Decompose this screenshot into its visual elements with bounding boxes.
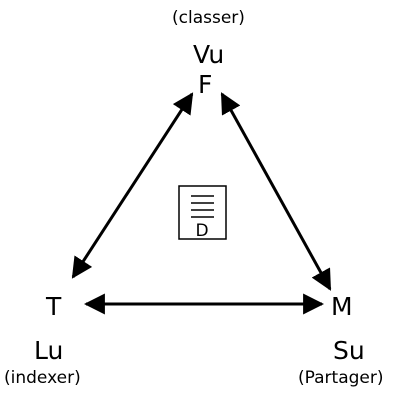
bottom-right-action-label: (Partager) <box>298 368 384 388</box>
bottom-right-node-letter: M <box>331 292 353 321</box>
document-letter: D <box>195 221 208 241</box>
arrow-f-t <box>71 92 194 279</box>
document-icon: D <box>178 185 227 241</box>
bottom-left-node-letter: T <box>46 292 62 321</box>
bottom-left-action-label: (indexer) <box>4 368 81 388</box>
arrow-f-m <box>220 92 332 291</box>
bottom-right-aspect-label: Su <box>333 336 365 365</box>
top-node-letter: F <box>198 70 213 99</box>
top-action-label: (classer) <box>172 8 245 28</box>
bottom-left-aspect-label: Lu <box>34 336 64 365</box>
top-aspect-label: Vu <box>193 40 225 69</box>
